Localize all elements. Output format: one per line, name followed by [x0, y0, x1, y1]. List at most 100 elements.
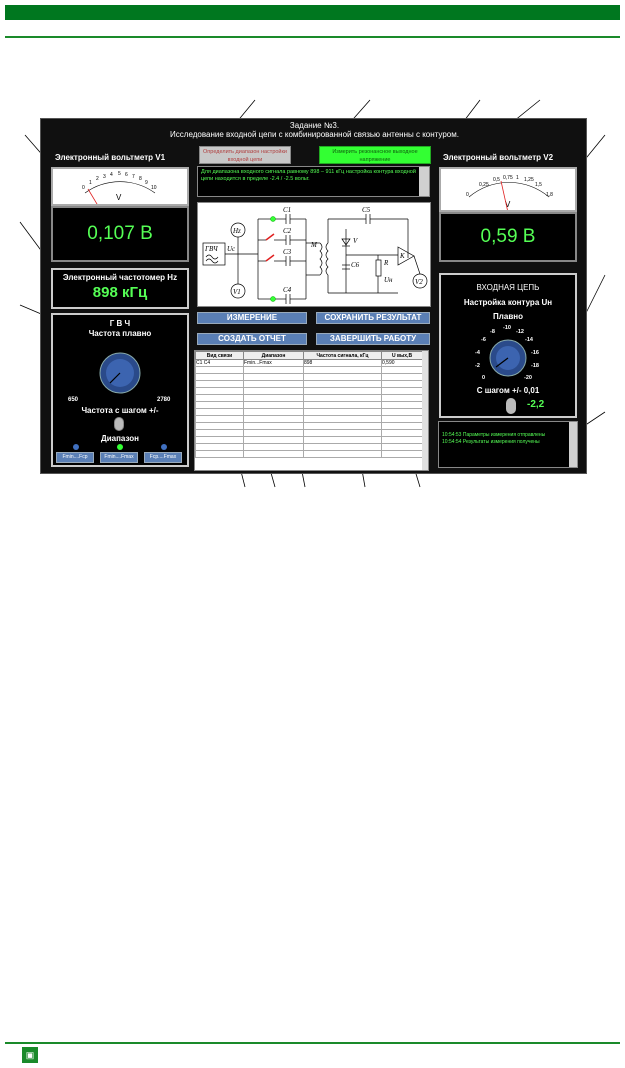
- circuit-m-label: M: [310, 241, 318, 249]
- v2-tick-3: 0,75: [503, 175, 513, 181]
- column-header-coupling: Вид связи: [195, 351, 244, 360]
- dial-label: -20: [524, 375, 532, 381]
- save-result-button[interactable]: СОХРАНИТЬ РЕЗУЛЬТАТ: [316, 312, 430, 324]
- circuit-v2-label: V2: [415, 278, 423, 286]
- v2-tick-5: 1,25: [524, 177, 534, 183]
- v1-tick-2: 2: [96, 176, 99, 182]
- circuit-c5-label: C5: [362, 206, 371, 214]
- circuit-c4-label: C4: [283, 286, 292, 294]
- voltmeter-v2-reading: 0,59 В: [439, 212, 577, 262]
- v1-tick-10: 10: [151, 185, 157, 191]
- header-rule: [5, 36, 620, 38]
- circuit-c2-label: C2: [283, 227, 292, 235]
- frequency-meter: Электронный частотомер Hz 898 кГц: [51, 268, 189, 309]
- tuning-step-label: С шагом +/- 0,01: [476, 386, 540, 395]
- smooth-label: Плавно: [493, 312, 523, 321]
- table-cell: C1 C4: [195, 359, 244, 367]
- v1-tick-4: 4: [110, 172, 113, 178]
- table-row[interactable]: [195, 443, 423, 451]
- v1-unit: V: [116, 193, 122, 202]
- column-header-voltage: U вых,В: [381, 351, 423, 360]
- column-header-range: Диапазон: [243, 351, 304, 360]
- log-scrollbar[interactable]: [569, 422, 577, 467]
- table-row[interactable]: [195, 450, 423, 458]
- range-button-full[interactable]: Fmin....Fmax: [100, 452, 138, 463]
- generator-max: 2780: [157, 397, 171, 403]
- table-row[interactable]: [195, 373, 423, 381]
- voltmeter-v2-gauge: 0 0,25 0,5 0,75 1 1,25 1,5 1,8 V: [439, 167, 577, 218]
- frequency-step-spinner[interactable]: [114, 417, 124, 431]
- event-log: 10:54:53 Параметры измерения отправлены …: [438, 421, 578, 468]
- circuit-v-label: V: [353, 237, 358, 245]
- circuit-diagram: ГВЧ Uc Hz V1 C1 C2 C3 C4 C5 C6 M V R Uн …: [197, 202, 431, 307]
- range-button-high[interactable]: Fср....Fmax: [144, 452, 182, 463]
- measure-resonance-button[interactable]: Измерить резонансное выходное напряжение: [319, 146, 431, 164]
- log-entry: 10:54:53 Параметры измерения отправлены: [442, 432, 546, 438]
- dial-label: -6: [481, 337, 486, 343]
- table-row[interactable]: [195, 387, 423, 395]
- range-button-low[interactable]: Fmin....Fср: [56, 452, 94, 463]
- generator-min: 650: [68, 397, 79, 403]
- v1-tick-7: 7: [132, 174, 135, 180]
- table-cell: 898: [303, 359, 382, 367]
- determine-range-button[interactable]: Определить диапазон настройки входной це…: [199, 146, 291, 164]
- range-led-2: [117, 444, 123, 450]
- circuit-hz-label: Hz: [232, 227, 241, 235]
- input-circuit-title: ВХОДНАЯ ЦЕПЬ: [476, 283, 540, 292]
- voltmeter-v1-reading: 0,107 В: [51, 206, 189, 262]
- circuit-uc-label: Uc: [227, 245, 236, 253]
- table-row[interactable]: [195, 380, 423, 388]
- v1-tick-5: 5: [118, 171, 121, 177]
- message-scrollbar[interactable]: [419, 167, 429, 196]
- info-message: Для диапазона входного сигнала равному 8…: [197, 166, 430, 197]
- v2-tick-1: 0,25: [479, 182, 489, 188]
- v1-tick-8: 8: [139, 176, 142, 182]
- footer-rule: [5, 1042, 620, 1044]
- table-row[interactable]: [195, 366, 423, 374]
- dial-label: -12: [516, 329, 524, 335]
- dial-label: -16: [531, 350, 539, 356]
- table-cell: Fmin...Fmax: [243, 359, 304, 367]
- frequency-meter-label: Электронный частотомер Hz: [62, 273, 178, 282]
- create-report-button[interactable]: СОЗДАТЬ ОТЧЕТ: [197, 333, 307, 345]
- table-row[interactable]: [195, 436, 423, 444]
- v2-tick-0: 0: [466, 192, 469, 198]
- generator-step-label: Частота с шагом +/-: [81, 406, 159, 415]
- table-row[interactable]: C1 C4 Fmin...Fmax 898 0,590: [195, 359, 423, 367]
- dial-label: -8: [490, 329, 495, 335]
- generator-panel: Г В Ч Частота плавно 650 2780 Частота с …: [51, 313, 189, 467]
- generator-smooth-label: Частота плавно: [88, 329, 152, 338]
- input-circuit-panel: ВХОДНАЯ ЦЕПЬ Настройка контура Uн Плавно…: [439, 273, 577, 418]
- v1-tick-0: 0: [82, 185, 85, 191]
- table-scrollbar[interactable]: [422, 351, 428, 470]
- table-row[interactable]: [195, 401, 423, 409]
- circuit-v1-label: V1: [233, 288, 241, 296]
- document-header-bar: [5, 5, 620, 20]
- tuning-label: Настройка контура Uн: [463, 298, 553, 307]
- table-row[interactable]: [195, 422, 423, 430]
- tuning-step-spinner[interactable]: [506, 398, 516, 414]
- table-row[interactable]: [195, 394, 423, 402]
- log-entry: 10:54:54 Результаты измерения получены: [442, 439, 540, 445]
- tuning-knob[interactable]: -8 -10 -12 -6 -14 -4 -16 -2 -18 0 -20: [458, 323, 558, 383]
- circuit-c1-label: C1: [283, 206, 291, 214]
- v1-tick-6: 6: [125, 172, 128, 178]
- task-description: Исследование входной цепи с комбинирован…: [170, 130, 459, 139]
- table-row[interactable]: [195, 429, 423, 437]
- footer-logo-icon: ▣: [22, 1047, 38, 1063]
- results-table: Вид связи Диапазон Частота сигнала, кГц …: [194, 350, 429, 471]
- frequency-knob[interactable]: [98, 351, 142, 395]
- task-number: Задание №3.: [289, 121, 340, 130]
- v1-tick-3: 3: [103, 174, 106, 180]
- v2-unit: V: [505, 200, 511, 209]
- table-row[interactable]: [195, 408, 423, 416]
- table-row[interactable]: [195, 415, 423, 423]
- measure-button[interactable]: ИЗМЕРЕНИЕ: [197, 312, 307, 324]
- finish-work-button[interactable]: ЗАВЕРШИТЬ РАБОТУ: [316, 333, 430, 345]
- lab-application-window: Задание №3. Исследование входной цепи с …: [40, 118, 587, 474]
- circuit-k-label: K: [399, 252, 405, 260]
- range-led-1: [73, 444, 79, 450]
- v2-tick-2: 0,5: [493, 177, 500, 183]
- circuit-gen-label: ГВЧ: [204, 245, 219, 253]
- column-header-frequency: Частота сигнала, кГц: [303, 351, 382, 360]
